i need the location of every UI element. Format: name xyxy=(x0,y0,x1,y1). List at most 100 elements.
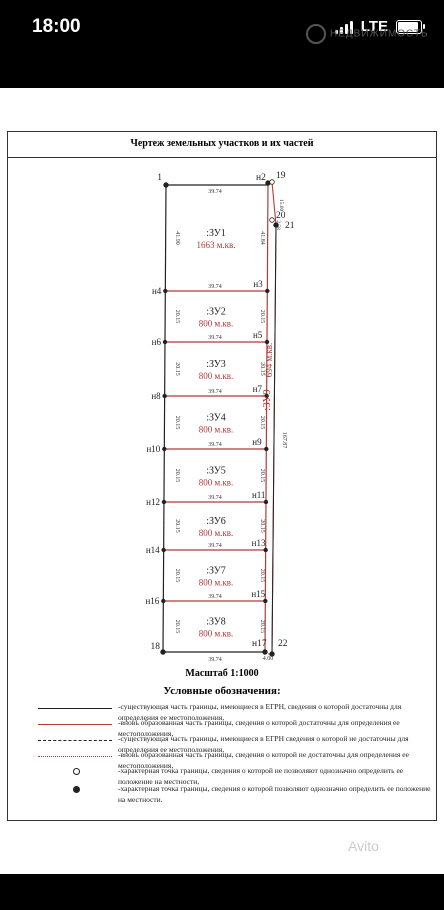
boundary-right-line xyxy=(264,184,269,653)
parcel-name: :ЗУ6 xyxy=(206,516,226,527)
legend-text: -вновь образованная часть границы, сведе… xyxy=(118,750,409,770)
bottom-bar xyxy=(0,874,444,910)
corner-point-label: 20 xyxy=(276,211,286,221)
side-length-label: 20.15 xyxy=(259,469,265,483)
corner-point xyxy=(273,222,279,228)
width-label: 39.74 xyxy=(208,335,222,341)
strip-area: 694 м.кв. xyxy=(264,343,274,378)
scale-label: Масштаб 1:1000 xyxy=(185,668,259,679)
legend-symbol-solid-black xyxy=(38,708,112,709)
point-label-left: н4 xyxy=(152,286,162,296)
drawing-title: Чертеж земельных участков и их частей xyxy=(130,138,314,149)
legend-item: -характерная точка границы, сведения о к… xyxy=(38,766,433,790)
watermark-logo-icon xyxy=(306,24,326,44)
parcel-name: :ЗУ2 xyxy=(206,307,226,318)
legend-text: -существующая часть границы, имеющиеся в… xyxy=(118,702,402,722)
side-length-label: 20.15 xyxy=(174,569,180,583)
side-length-label: 41.90 xyxy=(174,231,180,245)
point-label-left: н14 xyxy=(146,545,160,555)
side-length-label: 20.15 xyxy=(174,310,180,324)
point-label-left: н12 xyxy=(146,497,160,507)
corner-point-label: н17 xyxy=(252,639,267,649)
parcel-area: 1663 м.кв. xyxy=(196,240,235,250)
width-label: 39.74 xyxy=(208,543,222,549)
side-length-label: 20.15 xyxy=(174,620,180,634)
corner-point-label: 18 xyxy=(151,642,161,652)
point-label-left: н16 xyxy=(145,596,159,606)
boundary-point xyxy=(263,598,268,604)
boundary-point xyxy=(264,446,269,452)
corner-point xyxy=(269,217,275,223)
point-label-right: н7 xyxy=(253,384,263,394)
parcel-area: 800 м.кв. xyxy=(199,528,234,538)
boundary-point xyxy=(264,339,270,345)
network-label: LTE xyxy=(360,18,388,35)
point-label-right: н3 xyxy=(253,279,263,289)
boundary-point xyxy=(263,547,268,553)
legend-symbol-open-circle xyxy=(73,768,80,775)
strip-right-label: 15.00 xyxy=(278,199,284,212)
corner-point xyxy=(269,651,275,657)
side-length-label: 20.15 xyxy=(259,310,265,324)
corner-point-label: 19 xyxy=(276,171,286,181)
width-label: 39.74 xyxy=(208,442,222,448)
boundary-left-line xyxy=(162,184,167,653)
width-label: 39.74 xyxy=(208,495,222,501)
legend-text: -существующая часть границы, имеющиеся в… xyxy=(118,734,409,754)
point-label-left: н6 xyxy=(152,337,162,347)
legend-symbol-filled-circle xyxy=(73,786,80,793)
width-label: 39.74 xyxy=(208,657,222,663)
boundary-point xyxy=(163,288,168,294)
legend-item: -вновь образованная часть границы, сведе… xyxy=(38,718,433,742)
parcel-area: 800 м.кв. xyxy=(199,629,234,639)
point-label-left: н10 xyxy=(146,444,160,454)
side-length-label: 20.15 xyxy=(174,469,180,483)
corner-point xyxy=(163,182,169,188)
side-length-label: 20.15 xyxy=(174,416,180,430)
side-length-label: 20.15 xyxy=(174,519,180,533)
corner-point xyxy=(262,649,268,655)
width-label: 39.74 xyxy=(208,284,222,290)
corner-point-label: н2 xyxy=(256,173,266,183)
parcel-area: 800 м.кв. xyxy=(199,425,234,435)
corner-point-label: 1 xyxy=(157,173,162,183)
boundary-point xyxy=(161,499,167,505)
strip-top-label: 2.58 xyxy=(275,220,281,230)
legend-symbol-solid-red xyxy=(38,724,112,725)
side-length-label: 20.15 xyxy=(259,620,265,634)
watermark-top-text: НЕДВИЖИМОСТЬ xyxy=(330,28,429,40)
side-length-label: 20.15 xyxy=(259,519,265,533)
signal-icon xyxy=(334,20,353,34)
legend-title: Условные обозначения: xyxy=(163,685,281,697)
side-length-label: 20.15 xyxy=(259,362,265,376)
parcel-name: :ЗУ5 xyxy=(206,466,226,477)
legend-text: -характерная точка границы, сведения о к… xyxy=(118,784,431,804)
boundary-point xyxy=(161,598,166,604)
strip-length-label: 167.87 xyxy=(281,432,287,449)
side-length-label: 20.15 xyxy=(259,416,265,430)
parcel-name: :ЗУ4 xyxy=(206,413,226,424)
boundary-point xyxy=(162,446,167,452)
parcel-area: 800 м.кв. xyxy=(199,371,234,381)
boundary-point xyxy=(162,339,168,345)
side-length-label: 41.84 xyxy=(259,231,265,245)
parcel-area: 800 м.кв. xyxy=(199,319,234,329)
status-bar: 18:00 LTE НЕДВИЖИМОСТЬ xyxy=(0,0,444,88)
corner-point xyxy=(269,179,275,185)
boundary-point xyxy=(264,393,269,399)
status-time: 18:00 xyxy=(32,16,81,37)
corner-point-label: 22 xyxy=(278,639,288,649)
boundary-point xyxy=(263,499,269,505)
strip-boundary-line xyxy=(268,181,277,655)
corner-point xyxy=(160,649,166,655)
width-label: 39.74 xyxy=(208,594,222,600)
parcel-name: :ЗУ8 xyxy=(206,617,226,628)
point-label-left: н8 xyxy=(151,391,161,401)
avito-watermark: Avito xyxy=(348,838,379,854)
side-length-label: 20.15 xyxy=(174,362,180,376)
legend-item: -характерная точка границы, сведения о к… xyxy=(38,784,433,808)
parcel-name: :ЗУ1 xyxy=(206,228,226,239)
strip-width-label: 4.00 xyxy=(263,656,274,662)
point-label-right: н13 xyxy=(252,538,266,548)
strip-name: :ЗУ9 xyxy=(261,389,273,411)
